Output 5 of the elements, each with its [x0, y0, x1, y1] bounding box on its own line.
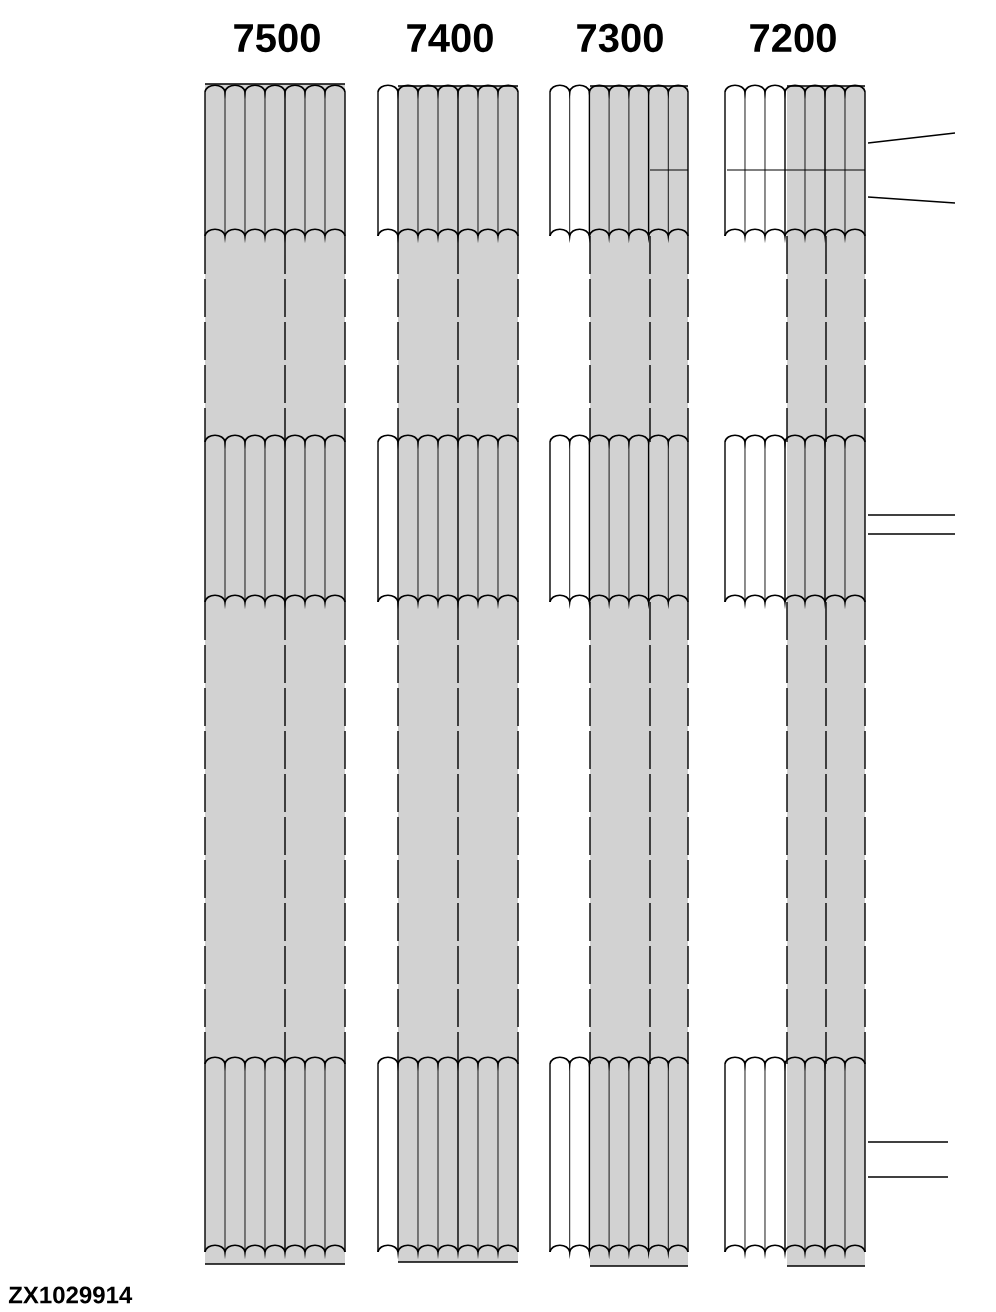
model-number: 7200 [750, 23, 836, 53]
figure-code: ZX1029914 [8, 1286, 133, 1304]
model-number: 7500 [234, 23, 320, 53]
model-number: 7300 [577, 23, 663, 53]
model-number: 7400 [407, 23, 493, 53]
